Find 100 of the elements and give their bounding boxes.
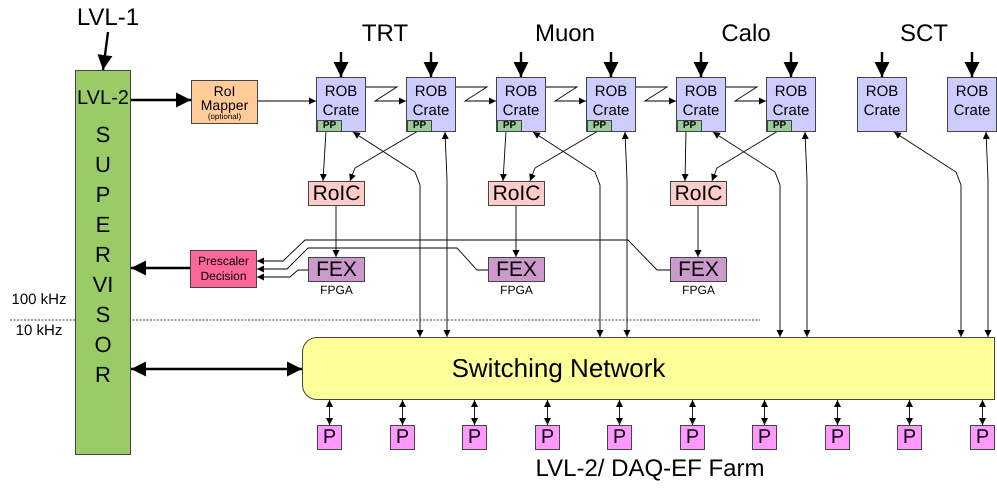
- rate-label: 10 kHz: [14, 322, 64, 340]
- rob-crate-box: [947, 77, 997, 132]
- supervisor-panel: [75, 70, 131, 455]
- arrow: [131, 92, 191, 108]
- box-label: RoIC: [492, 182, 540, 206]
- double-arrow: [622, 132, 630, 338]
- box-label: ROB Crate: [862, 82, 902, 120]
- box-label: FEX: [316, 258, 357, 282]
- processor-box: [535, 425, 560, 450]
- processor-box: [970, 425, 995, 450]
- arrow: [256, 240, 670, 270]
- processor-box: [825, 425, 850, 450]
- roic-box: [308, 181, 365, 206]
- double-arrow: [442, 132, 450, 338]
- double-arrow: [761, 400, 768, 426]
- double-arrow: [834, 400, 841, 426]
- rob-crate-box: [676, 77, 726, 132]
- arrow: [514, 52, 528, 77]
- mapper-box: [191, 80, 258, 124]
- box-label: P: [468, 426, 482, 449]
- arrow: [332, 206, 340, 258]
- prescaler-box: [190, 250, 257, 288]
- box-label: RoIC: [312, 182, 360, 206]
- section-label: Muon: [534, 20, 596, 48]
- arrow: [784, 52, 798, 77]
- fex-box: [670, 257, 727, 282]
- box-label: P: [902, 426, 916, 449]
- box-label: ROB Crate: [772, 82, 810, 120]
- pp-box: [497, 120, 522, 132]
- roic-box: [670, 181, 727, 206]
- double-arrow: [979, 400, 986, 426]
- arrow: [604, 52, 618, 77]
- arrow: [694, 206, 702, 258]
- box-label: P: [976, 426, 990, 449]
- double-arrow: [326, 400, 333, 426]
- box-label: PP: [322, 121, 336, 131]
- box-label: ROB Crate: [412, 82, 450, 120]
- box-label: PP: [682, 121, 696, 131]
- caption-text: FPGA: [499, 283, 534, 297]
- box-label: ROB Crate: [592, 82, 630, 120]
- farm-label: LVL-2/ DAQ-EF Farm: [534, 455, 766, 483]
- double-arrow: [712, 132, 784, 338]
- box-label: ROB Crate: [682, 82, 720, 120]
- arrow: [529, 130, 598, 182]
- box-label: PP: [772, 121, 786, 131]
- rob-crate-box: [406, 77, 456, 132]
- rob-crate-box: [496, 77, 546, 132]
- arrow: [711, 130, 778, 182]
- rob-crate-box: [857, 77, 907, 132]
- arrow: [964, 52, 980, 77]
- vertical-label: SUPERVISOR: [92, 121, 114, 389]
- processor-box: [680, 425, 705, 450]
- box-label: Switching Network: [452, 353, 666, 384]
- arrow: [456, 86, 496, 104]
- box-label: ROB Crate: [502, 82, 540, 120]
- box-label: LVL-2: [77, 87, 129, 110]
- box-label: Prescaler Decision: [197, 254, 250, 284]
- box-label: P: [322, 426, 336, 449]
- arrow: [874, 52, 890, 77]
- box-label: RoIC: [674, 182, 722, 206]
- network-panel: [302, 337, 995, 400]
- box-label: RoI Mapper: [200, 84, 250, 112]
- double-arrow: [471, 400, 478, 426]
- processor-box: [752, 425, 777, 450]
- arrow: [256, 270, 308, 280]
- arrow: [320, 130, 327, 182]
- double-arrow: [689, 400, 696, 426]
- arrow: [98, 32, 112, 70]
- box-label: FEX: [496, 258, 537, 282]
- double-arrow: [982, 132, 992, 338]
- box-label: (optional): [208, 112, 242, 120]
- roic-box: [488, 181, 545, 206]
- section-label: TRT: [360, 20, 410, 48]
- section-label: Calo: [720, 20, 772, 48]
- arrow: [256, 248, 488, 272]
- double-arrow: [894, 132, 964, 338]
- rate-label: 100 kHz: [10, 291, 68, 308]
- double-arrow: [399, 400, 406, 426]
- double-arrow: [131, 362, 302, 376]
- fex-box: [308, 257, 365, 282]
- processor-box: [607, 425, 632, 450]
- arrow: [512, 206, 520, 258]
- box-label: P: [540, 426, 554, 449]
- arrow: [682, 130, 689, 182]
- pp-box: [317, 120, 342, 132]
- box-label: P: [830, 426, 844, 449]
- double-arrow: [616, 400, 623, 426]
- processor-box: [897, 425, 922, 450]
- pp-box: [587, 120, 612, 132]
- rob-crate-box: [316, 77, 366, 132]
- arrow: [258, 98, 316, 104]
- box-label: PP: [412, 121, 426, 131]
- arrow: [636, 86, 676, 104]
- arrow: [500, 130, 507, 182]
- double-arrow: [906, 400, 913, 426]
- processor-box: [390, 425, 415, 450]
- rob-crate-box: [586, 77, 636, 132]
- box-label: ROB Crate: [322, 82, 360, 120]
- double-arrow: [544, 400, 551, 426]
- arrow: [349, 130, 418, 182]
